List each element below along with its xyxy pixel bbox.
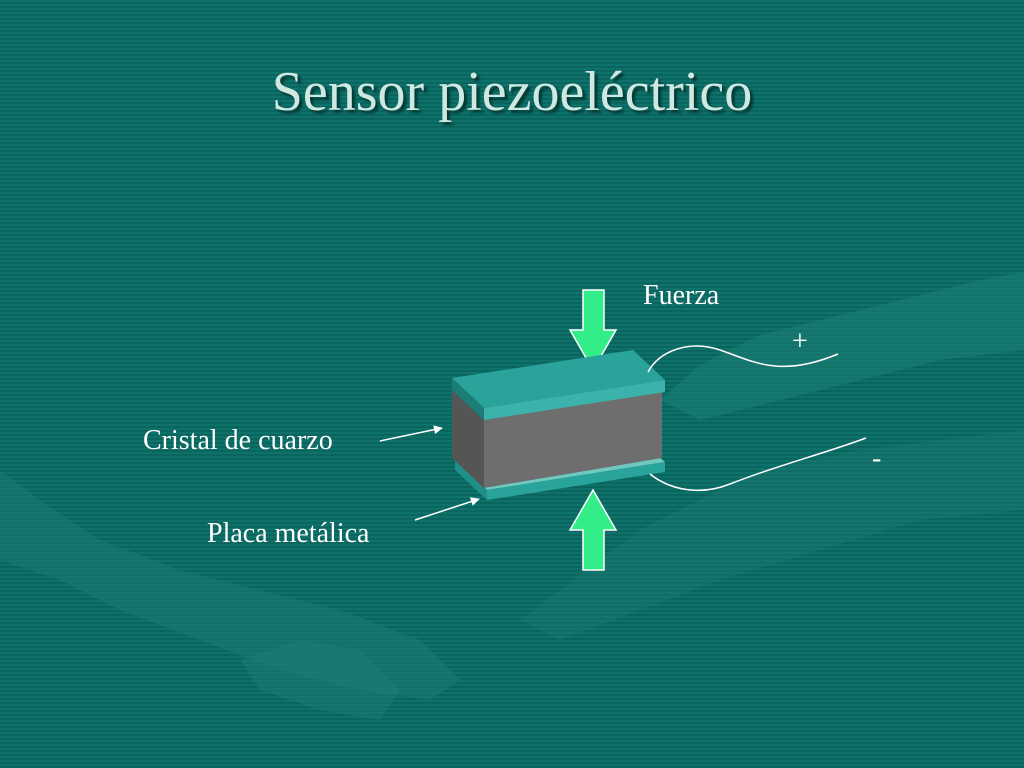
top-metal-plate	[452, 350, 665, 420]
quartz-crystal	[452, 390, 662, 488]
slide-title: Sensor piezoeléctrico	[271, 61, 753, 123]
down-force-arrow	[568, 289, 618, 372]
up-force-arrow	[568, 488, 618, 571]
positive-wire	[647, 345, 839, 373]
crystal-label: Cristal de cuarzo	[143, 425, 333, 456]
crystal-pointer-arrow	[379, 425, 443, 442]
negative-wire	[649, 437, 867, 492]
positive-terminal-label: +	[792, 326, 808, 357]
force-label: Fuerza	[643, 280, 720, 311]
plate-pointer-arrow	[414, 497, 480, 521]
plate-label: Placa metálica	[207, 518, 370, 549]
negative-terminal-label: -	[872, 443, 882, 474]
